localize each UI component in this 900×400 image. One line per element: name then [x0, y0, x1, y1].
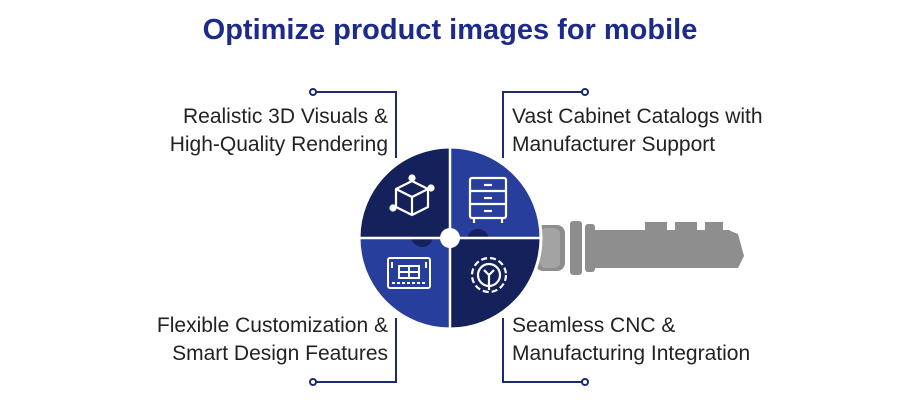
- gear-wrench-icon: [470, 256, 508, 294]
- feature-label-3d-visuals: Realistic 3D Visuals & High-Quality Rend…: [170, 103, 388, 159]
- feature-label-line: Manufacturing Integration: [512, 342, 751, 365]
- feature-label-line: Seamless CNC &: [512, 314, 676, 337]
- connector-dot: [309, 378, 317, 386]
- puzzle-center-hole: [440, 228, 460, 248]
- connector-dot: [581, 88, 589, 96]
- cabinet-drawers-icon: [468, 176, 508, 223]
- connector-bottom-left: [313, 318, 397, 383]
- connector-dot: [309, 88, 317, 96]
- feature-label-line: Manufacturer Support: [512, 133, 716, 156]
- page-title: Optimize product images for mobile: [202, 14, 698, 46]
- connector-dot: [581, 378, 589, 386]
- feature-label-cnc-integration: Seamless CNC & Manufacturing Integration: [512, 312, 750, 368]
- connector-top-left: [313, 91, 397, 158]
- feature-label-customization: Flexible Customization & Smart Design Fe…: [157, 312, 388, 368]
- feature-label-line: Realistic 3D Visuals &: [182, 105, 388, 128]
- connector-top-right: [502, 91, 585, 158]
- key-shaft: [535, 221, 744, 275]
- feature-label-line: Smart Design Features: [172, 342, 388, 365]
- connector-bottom-right: [502, 318, 585, 383]
- cube-icon: [389, 174, 435, 217]
- feature-label-line: Flexible Customization &: [156, 314, 388, 337]
- feature-label-line: High-Quality Rendering: [169, 133, 388, 156]
- feature-label-line: Vast Cabinet Catalogs with: [512, 105, 763, 128]
- connector-lines: [309, 88, 589, 386]
- blueprint-icon: [387, 257, 431, 289]
- puzzle-circle: [357, 145, 543, 331]
- feature-label-cabinet-catalogs: Vast Cabinet Catalogs with Manufacturer …: [512, 103, 763, 159]
